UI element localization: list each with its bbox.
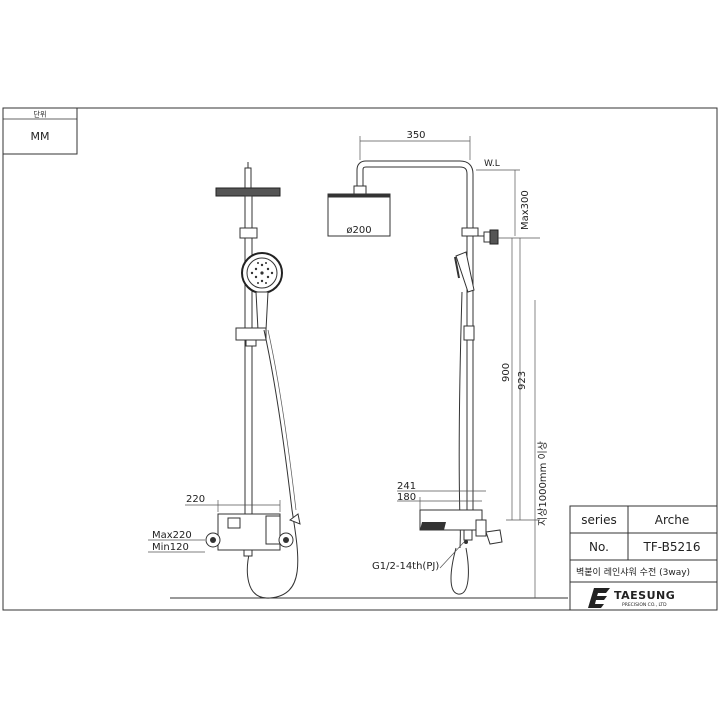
no-label: No. — [589, 540, 609, 554]
dim-head-diameter: ø200 — [346, 225, 371, 236]
title-block: series Arche No. TF-B5216 벽붙이 레인샤워 수전 (3… — [569, 505, 718, 611]
dim-front-width: 220 — [186, 494, 205, 505]
unit-value: MM — [31, 130, 50, 143]
dim-total-height: 923 — [517, 371, 528, 390]
series-label: series — [581, 513, 617, 527]
dim-thread: G1/2-14th(PJ) — [372, 561, 439, 572]
dim-max-height: Max300 — [520, 190, 531, 230]
dim-spread-max: Max220 — [152, 530, 192, 541]
side-hand-shower — [455, 251, 475, 293]
unit-box: 단위 MM — [2, 107, 78, 155]
brand-logo: TAESUNG PRECISION CO., LTD — [588, 588, 675, 608]
front-slider — [235, 327, 267, 341]
front-rain-head — [215, 187, 281, 197]
dim-rail-length: 900 — [501, 363, 512, 382]
label-water-level: W.L — [484, 159, 500, 169]
side-view: ø200 350 W.L Max300 900 923 지상1000mm — [327, 130, 549, 598]
front-view: 220 Max220 Min120 — [148, 162, 568, 599]
series-value: Arche — [655, 513, 689, 527]
dim-side-depth-1: 241 — [397, 481, 416, 492]
drawing-frame — [2, 107, 718, 611]
product-description: 벽붙이 레인샤워 수전 (3way) — [576, 567, 690, 578]
dim-floor-clearance: 지상1000mm 이상 — [537, 441, 549, 526]
dim-arm-length: 350 — [406, 130, 425, 141]
unit-header: 단위 — [34, 110, 47, 119]
no-value: TF-B5216 — [643, 540, 701, 554]
brand-subtitle: PRECISION CO., LTD — [622, 602, 667, 608]
brand-name: TAESUNG — [614, 589, 675, 602]
dim-side-depth-2: 180 — [397, 492, 416, 503]
dim-spread-min: Min120 — [152, 542, 189, 553]
side-rain-head — [327, 193, 391, 237]
front-riser-pipe — [244, 195, 253, 515]
